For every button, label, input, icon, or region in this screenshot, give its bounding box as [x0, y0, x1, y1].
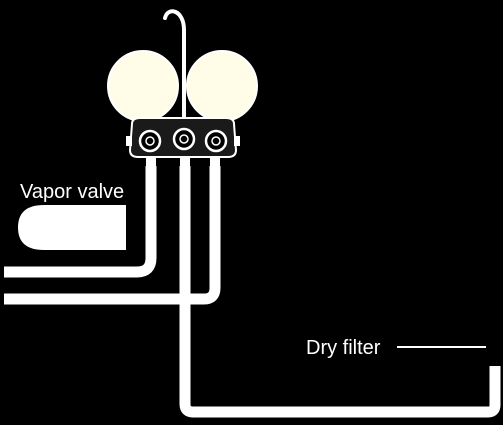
left-hose — [4, 166, 157, 278]
hook-rod — [163, 9, 186, 120]
right-hose — [4, 166, 221, 305]
outlet-fitting-right — [210, 157, 220, 167]
manifold-side-port-right — [234, 136, 240, 146]
vapor-valve-label: Vapor valve — [20, 181, 125, 203]
vapor-valve-body — [18, 205, 126, 250]
manifold-knob-center — [172, 127, 196, 151]
dry-filter-label: Dry filter — [306, 337, 381, 359]
manifold-knob-left-inner — [145, 136, 155, 146]
manifold-knob-right — [204, 129, 228, 153]
manifold-knob-right-inner — [211, 136, 221, 146]
outlet-fitting-left — [146, 157, 156, 167]
center-hose — [179, 166, 501, 418]
outlet-fitting-center — [180, 157, 190, 167]
left-gauge-face — [107, 50, 179, 122]
manifold-knob-left — [138, 129, 162, 153]
manifold-side-port-left — [126, 136, 132, 146]
right-gauge-face — [186, 50, 258, 122]
manifold-knob-center-inner — [179, 134, 189, 144]
